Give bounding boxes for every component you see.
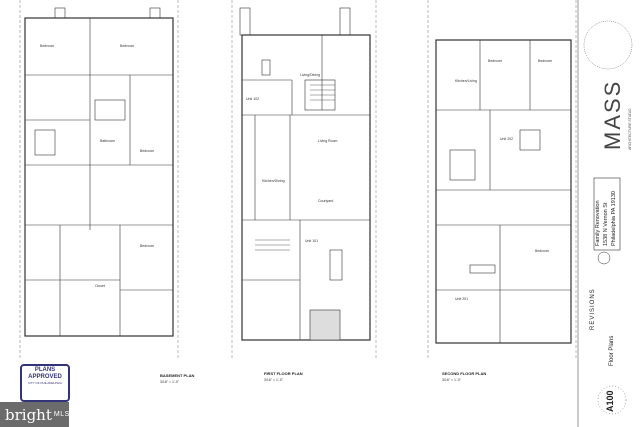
stamp-title: PLANS APPROVED: [28, 367, 62, 380]
room-label: Unit 102: [246, 97, 260, 101]
plan-scale: 3/16" = 1'-0": [160, 380, 180, 384]
room-label: Courtyard: [318, 199, 334, 203]
watermark-brand: bright: [5, 405, 52, 424]
plan-scale: 3/16" = 1'-0": [264, 378, 284, 382]
plan-title-basement: BASEMENT PLAN: [160, 373, 195, 378]
room-label: Bedroom: [140, 149, 155, 153]
plan-title-second-floor: SECOND FLOOR PLAN: [442, 371, 487, 376]
room-label: Bathroom: [100, 139, 116, 143]
room-label: Unit 202: [500, 137, 514, 141]
room-label: Bedroom: [535, 249, 550, 253]
project-address: 1538 N Vernon St: [603, 202, 609, 246]
room-label: Kitchen/Dining: [262, 179, 285, 183]
basement-plan-outline: [24, 17, 174, 337]
plan-scale: 3/16" = 1'-0": [442, 378, 462, 382]
firm-logo: MASS: [600, 79, 625, 150]
room-label: Closet: [95, 284, 105, 288]
room-label: Bedroom: [488, 59, 503, 63]
sheet-number: A100: [605, 390, 615, 412]
plan-title-first-floor: FIRST FLOOR PLAN: [264, 371, 303, 376]
room-label: Unit 101: [305, 239, 319, 243]
project-city: Philadelphia PA 19130: [611, 191, 617, 246]
room-label: Bedroom: [538, 59, 553, 63]
first-floor-plan-outline: [241, 34, 371, 341]
stamp-subtitle: CITY OF PHILADELPHIA: [27, 381, 63, 386]
firm-subtitle: ARCHITECTURE STUDIO: [628, 108, 632, 150]
revisions-label: REVISIONS: [590, 288, 596, 330]
project-name: Family Renovation: [595, 200, 601, 246]
room-label: Unit 201: [455, 297, 469, 301]
bright-mls-watermark: bright MLS: [0, 402, 69, 427]
second-floor-plan-outline: [435, 39, 572, 344]
room-label: Living Room: [318, 139, 338, 143]
sheet-title: Floor Plans: [609, 335, 615, 366]
plans-approved-stamp: PLANS APPROVED CITY OF PHILADELPHIA: [20, 364, 70, 402]
room-label: Bedroom: [140, 244, 155, 248]
watermark-suffix: MLS: [53, 411, 70, 418]
room-label: Bedroom: [40, 44, 55, 48]
room-label: Bedroom: [120, 44, 135, 48]
room-label: Living/Dining: [300, 73, 321, 77]
room-label: Kitchen/Living: [455, 79, 477, 83]
